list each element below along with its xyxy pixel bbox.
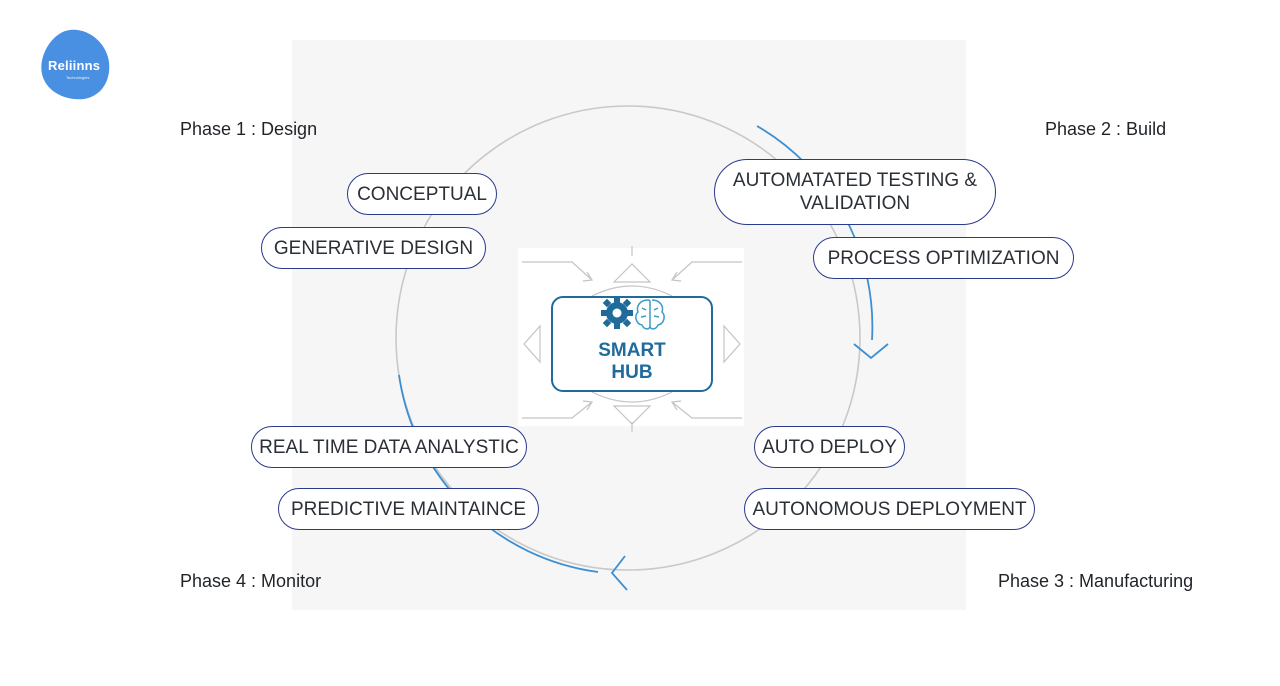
phase-2-label: Phase 2 : Build bbox=[1045, 119, 1167, 139]
pill-predictive-maintaince-label: PREDICTIVE MAINTAINCE bbox=[290, 498, 527, 520]
brand-logo-text: Reliinns bbox=[48, 58, 101, 73]
pill-predictive-maintaince: PREDICTIVE MAINTAINCE bbox=[278, 488, 539, 530]
pill-autonomous-deployment: AUTONOMOUS DEPLOYMENT bbox=[744, 488, 1035, 530]
phase-4-label: Phase 4 : Monitor bbox=[180, 571, 322, 591]
pill-real-time-data-analystic: REAL TIME DATA ANALYSTIC bbox=[251, 426, 527, 468]
pill-process-optimization-label: PROCESS OPTIMIZATION bbox=[827, 247, 1060, 269]
pill-auto-deploy-label: AUTO DEPLOY bbox=[762, 436, 897, 458]
brand-logo-subtext: Technologies bbox=[66, 75, 90, 80]
brand-logo bbox=[41, 29, 110, 100]
pill-autonomous-deployment-label: AUTONOMOUS DEPLOYMENT bbox=[752, 498, 1027, 520]
smart-hub-line1: SMART bbox=[598, 340, 666, 361]
pill-auto-deploy: AUTO DEPLOY bbox=[754, 426, 905, 468]
pill-process-optimization: PROCESS OPTIMIZATION bbox=[813, 237, 1074, 279]
pill-automated-testing-line1: AUTOMATATED TESTING & bbox=[732, 170, 978, 191]
phase-1-label: Phase 1 : Design bbox=[180, 119, 318, 139]
smart-hub-title: SMART HUB bbox=[551, 340, 713, 384]
pill-generative-design-label: GENERATIVE DESIGN bbox=[273, 237, 474, 259]
pill-conceptual-label: CONCEPTUAL bbox=[357, 183, 487, 205]
pill-automated-testing: AUTOMATATED TESTING & VALIDATION bbox=[714, 159, 996, 225]
gear-icon bbox=[601, 297, 633, 329]
pill-conceptual: CONCEPTUAL bbox=[347, 173, 497, 215]
pill-generative-design: GENERATIVE DESIGN bbox=[261, 227, 486, 269]
pill-real-time-data-analystic-label: REAL TIME DATA ANALYSTIC bbox=[259, 436, 519, 458]
pill-automated-testing-line2: VALIDATION bbox=[799, 193, 911, 214]
brain-icon bbox=[635, 299, 665, 330]
smart-hub-line2: HUB bbox=[611, 362, 653, 383]
phase-3-label: Phase 3 : Manufacturing bbox=[998, 571, 1194, 591]
